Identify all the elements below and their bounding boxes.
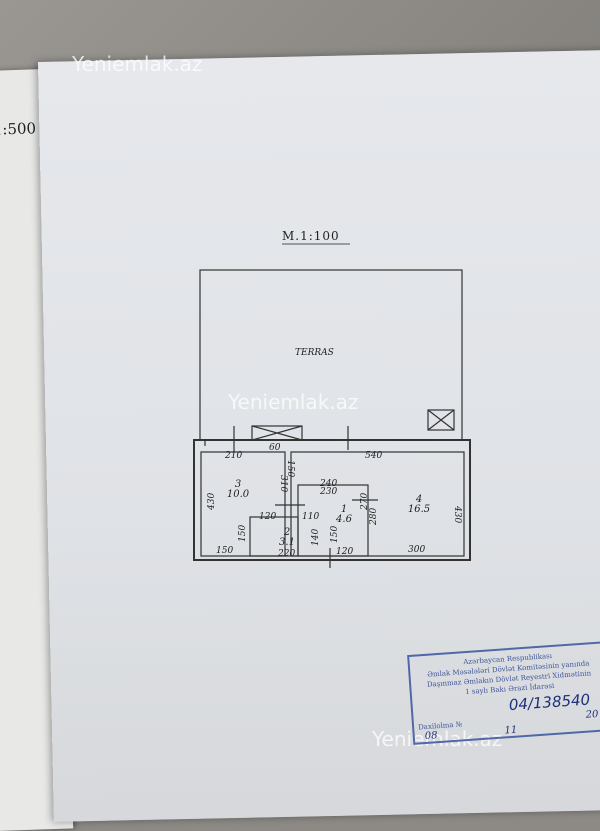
stamp-day: 08 [424,730,438,743]
plan-scale: M.1:100 [282,229,340,243]
room-4-number: 4 [415,494,422,505]
stamp-number: 04/138540 [508,690,591,715]
svg-text:140: 140 [311,529,321,546]
svg-text:540: 540 [365,451,382,461]
stamp-year: 20 [585,708,599,721]
svg-text:150: 150 [216,546,233,556]
watermark-top: Yeniemlak.az [72,52,203,76]
svg-text:270: 270 [360,493,370,511]
room-1-area: 4.6 [335,514,353,525]
svg-text:230: 230 [319,487,337,497]
room-3-number: 3 [235,479,241,490]
svg-text:280: 280 [369,508,379,526]
svg-text:210: 210 [224,451,242,461]
dimension-labels: 210 60 540 240 230 120 110 150 220 120 3… [207,443,462,559]
watermark-center: Yeniemlak.az [228,390,359,414]
svg-text:430: 430 [452,505,462,523]
svg-text:220: 220 [277,549,295,559]
svg-text:120: 120 [259,512,276,522]
svg-text:310: 310 [278,475,288,492]
room-2-number: 2 [283,527,290,538]
room-1-number: 1 [341,504,347,515]
svg-text:150: 150 [285,460,295,477]
terrace-label: TERRAS [295,348,334,358]
floor-plan: M.1:100 TERRAS 3 10.0 4 16.5 1 4.6 2 3.1… [193,229,471,568]
room-4-area: 16.5 [408,504,430,515]
stamp-month: 11 [504,724,518,737]
svg-text:430: 430 [207,493,217,511]
svg-text:150: 150 [238,525,248,542]
svg-text:150: 150 [330,526,340,543]
svg-text:240: 240 [319,479,337,489]
watermark-bottom: Yeniemlak.az [372,727,503,751]
svg-text:120: 120 [336,547,353,557]
svg-text:300: 300 [408,545,425,555]
svg-text:110: 110 [302,512,319,522]
room-3-area: 10.0 [227,489,250,500]
svg-text:60: 60 [269,443,281,453]
registration-stamp: Azərbaycan Respublikası Əmlak Məsələləri… [407,641,600,745]
room-2-area: 3.1 [279,537,295,548]
